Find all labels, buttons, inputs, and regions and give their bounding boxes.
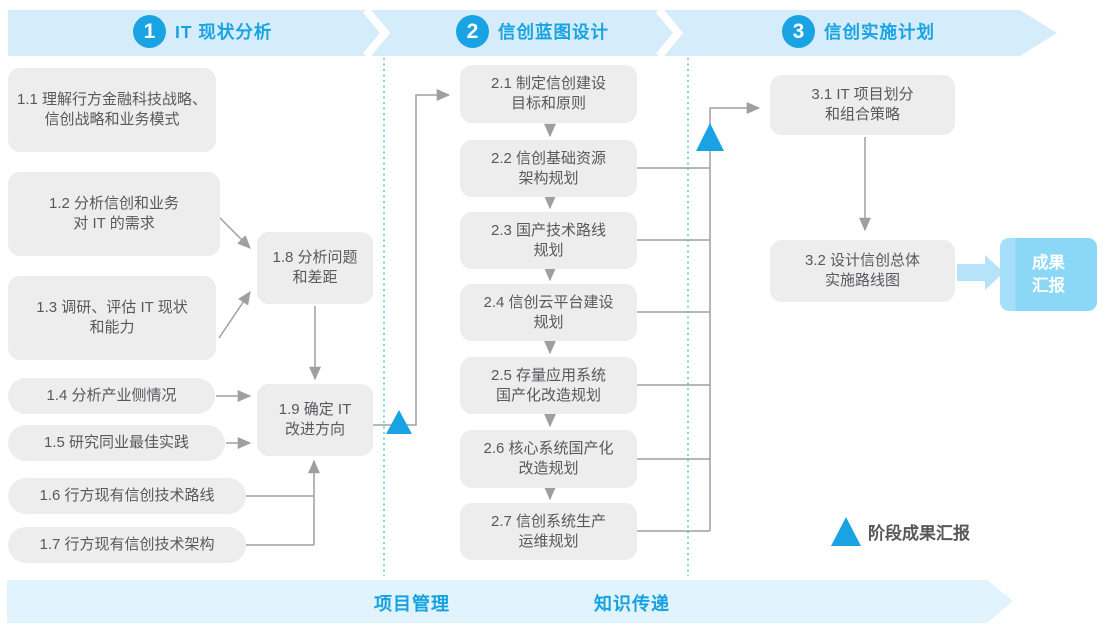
node-2-3-line2: 规划 (533, 241, 564, 259)
node-3-2: 3.2 设计信创总体 实施路线图 (770, 240, 955, 302)
node-3-1-line1: 3.1 IT 项目划分 (811, 86, 914, 104)
node-2-5: 2.5 存量应用系统 国产化改造规划 (460, 357, 637, 414)
node-1-1-line2: 信创战略和业务模式 (44, 111, 180, 128)
result-report-box: 成果 汇报 (1000, 238, 1097, 311)
banner-chevron-separator-1 (362, 7, 391, 59)
footer-knowledge-transfer-label: 知识传递 (594, 594, 670, 614)
node-2-2: 2.2 信创基础资源 架构规划 (460, 140, 637, 197)
node-1-3-line1: 1.3 调研、评估 IT 现状 (36, 299, 188, 317)
node-2-6-line1: 2.6 核心系统国产化 (483, 440, 614, 458)
node-2-2-line1: 2.2 信创基础资源 (490, 149, 607, 167)
node-1-3: 1.3 调研、评估 IT 现状 和能力 (8, 276, 216, 360)
result-report-line1: 成果 (1032, 254, 1065, 273)
node-2-5-line1: 2.5 存量应用系统 (490, 366, 607, 384)
bottom-banner-arrow (7, 580, 1013, 623)
phase2-collector (637, 102, 761, 532)
phase1-number-badge: 1 (133, 15, 166, 48)
phase2-title: 信创蓝图设计 (498, 22, 609, 42)
phase1-header: 1 IT 现状分析 (133, 15, 272, 48)
phase2-number-badge: 2 (456, 15, 489, 48)
node-1-8-line2: 和差距 (292, 269, 338, 286)
node-3-2-line1: 3.2 设计信创总体 (804, 252, 921, 270)
footer-project-management-label: 项目管理 (374, 594, 450, 614)
node-2-3-line1: 2.3 国产技术路线 (490, 221, 607, 239)
legend-milestone-label: 阶段成果汇报 (868, 524, 970, 543)
node-2-1-line1: 2.1 制定信创建设 (490, 75, 607, 93)
node-2-6-line2: 改造规划 (518, 460, 579, 477)
node-1-1-line1: 1.1 理解行方金融科技战略、 (16, 91, 208, 109)
node-2-6: 2.6 核心系统国产化 改造规划 (460, 430, 637, 488)
result-arrow (957, 255, 1004, 290)
phase3-title: 信创实施计划 (824, 22, 935, 42)
node-2-7-line1: 2.7 信创系统生产 (490, 512, 607, 530)
node-1-6: 1.6 行方现有信创技术路线 (8, 478, 246, 514)
node-2-3: 2.3 国产技术路线 规划 (460, 212, 637, 269)
node-3-2-line2: 实施路线图 (824, 272, 900, 289)
node-2-2-line2: 架构规划 (518, 169, 579, 187)
node-2-1: 2.1 制定信创建设 目标和原则 (460, 65, 637, 123)
node-3-1: 3.1 IT 项目划分 和组合策略 (770, 75, 955, 135)
node-1-1: 1.1 理解行方金融科技战略、 信创战略和业务模式 (8, 68, 216, 152)
node-1-9-line2: 改进方向 (284, 421, 345, 438)
legend-triangle-icon (831, 517, 861, 546)
node-2-1-line2: 目标和原则 (510, 95, 586, 112)
phase3-header: 3 信创实施计划 (782, 15, 935, 48)
node-2-7-line2: 运维规划 (518, 532, 579, 550)
node-1-2-line1: 1.2 分析信创和业务 (48, 195, 180, 213)
node-1-3-line2: 和能力 (89, 319, 135, 336)
milestone-triangle-phase2 (696, 123, 724, 151)
node-1-7: 1.7 行方现有信创技术架构 (8, 527, 246, 563)
node-1-9: 1.9 确定 IT 改进方向 (257, 384, 373, 456)
node-1-5-line1: 1.5 研究同业最佳实践 (43, 434, 190, 452)
node-1-4-line1: 1.4 分析产业侧情况 (46, 387, 177, 405)
milestone-triangle-phase1 (386, 410, 412, 434)
node-2-7: 2.7 信创系统生产 运维规划 (460, 503, 637, 560)
phase1-title: IT 现状分析 (175, 22, 273, 42)
node-1-8-line1: 1.8 分析问题 (272, 249, 358, 267)
node-2-4-line2: 规划 (533, 313, 564, 331)
node-1-2: 1.2 分析信创和业务 对 IT 的需求 (8, 172, 220, 256)
node-1-9-line1: 1.9 确定 IT (278, 401, 352, 419)
node-1-7-line1: 1.7 行方现有信创技术架构 (39, 536, 215, 554)
node-1-6-line1: 1.6 行方现有信创技术路线 (39, 487, 215, 505)
node-1-2-line2: 对 IT 的需求 (73, 215, 155, 232)
phase3-number-badge: 3 (782, 15, 815, 48)
node-2-4-line1: 2.4 信创云平台建设 (483, 293, 614, 311)
node-3-1-line2: 和组合策略 (824, 106, 900, 123)
node-2-4: 2.4 信创云平台建设 规划 (460, 284, 637, 341)
phase1-connectors (216, 89, 451, 546)
result-report-line2: 汇报 (1032, 276, 1065, 295)
node-1-4: 1.4 分析产业侧情况 (8, 378, 215, 414)
banner-chevron-separator-2 (655, 7, 684, 59)
phase2-header: 2 信创蓝图设计 (456, 15, 609, 48)
node-1-8: 1.8 分析问题 和差距 (257, 232, 373, 304)
node-2-5-line2: 国产化改造规划 (495, 386, 601, 404)
node-1-5: 1.5 研究同业最佳实践 (8, 425, 225, 461)
